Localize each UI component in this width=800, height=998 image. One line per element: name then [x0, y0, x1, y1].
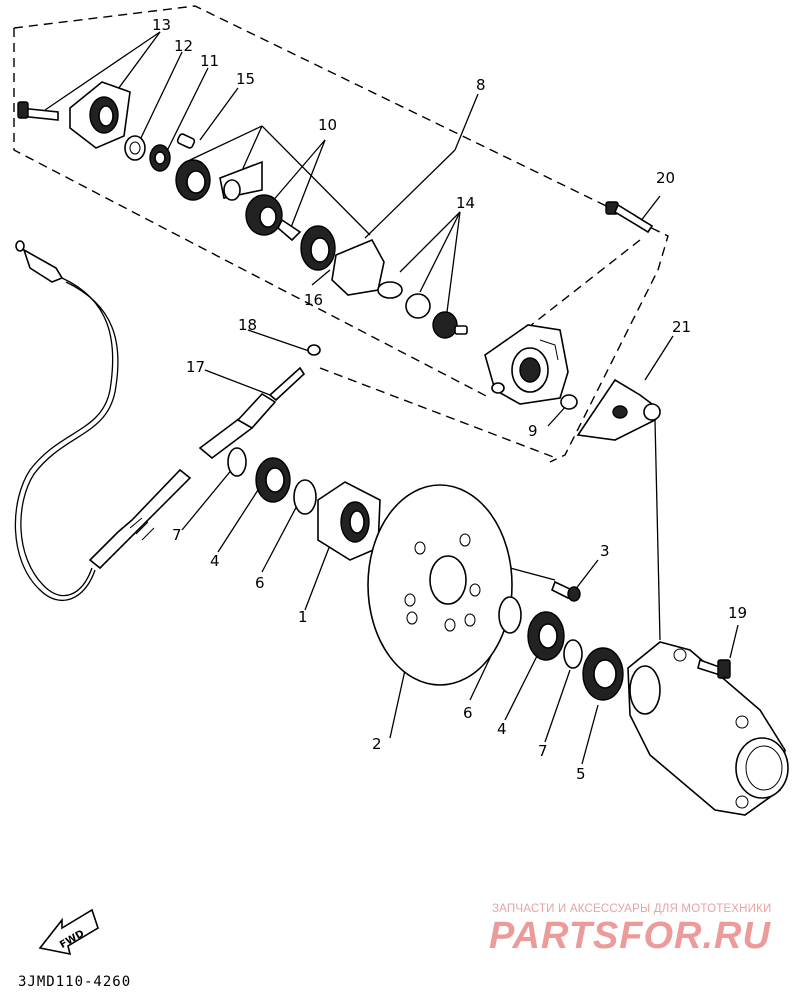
bolt-3	[550, 580, 581, 602]
bolt-9	[560, 394, 578, 410]
callout-7b: 7	[538, 742, 548, 760]
bolt-19	[697, 658, 731, 679]
bracket-21	[576, 378, 662, 441]
callout-4b: 4	[497, 720, 507, 738]
callout-19: 19	[728, 604, 747, 622]
callout-21: 21	[672, 318, 691, 336]
callout-2: 2	[372, 735, 382, 753]
caliper-bolt-13	[17, 101, 59, 121]
diagram-code: 3JMD110-4260	[18, 974, 132, 990]
oring-7a	[227, 447, 247, 477]
callout-13: 13	[152, 16, 171, 34]
callout-6b: 6	[463, 704, 473, 722]
callout-12: 12	[174, 37, 193, 55]
callout-15: 15	[236, 70, 255, 88]
assembly-boundary-lines	[13, 5, 669, 463]
watermark-logo: PARTSFOR.RU	[489, 915, 771, 957]
callout-11: 11	[200, 52, 219, 70]
watermark-tagline: ЗАПЧАСТИ И АКСЕССУАРЫ ДЛЯ МОТОТЕХНИКИ	[492, 903, 772, 915]
seal-5	[582, 647, 624, 701]
caliper-assembly-8	[484, 324, 569, 405]
housing	[627, 641, 789, 816]
adjuster-10	[175, 159, 302, 242]
bolt-20	[605, 201, 654, 234]
oring-6b	[498, 596, 522, 634]
gasket-14	[331, 238, 468, 339]
brake-cable-17	[14, 240, 306, 601]
fwd-arrow-icon: FWD	[38, 908, 99, 956]
bearing-4b	[527, 611, 565, 661]
callout-17: 17	[186, 358, 205, 376]
washer-18	[307, 344, 321, 356]
callout-4a: 4	[210, 552, 220, 570]
seal-12	[124, 135, 146, 161]
callout-10: 10	[318, 116, 337, 134]
bearing-4a	[255, 457, 291, 503]
brake-disc-2	[367, 484, 513, 686]
callout-14: 14	[456, 194, 475, 212]
callout-8: 8	[476, 76, 486, 94]
callout-3: 3	[600, 542, 610, 560]
callout-7a: 7	[172, 526, 182, 544]
pin-15	[176, 133, 196, 149]
oring-7b	[563, 639, 583, 669]
bearing-16	[300, 225, 336, 271]
leader-lines	[44, 31, 739, 765]
oring-6a	[293, 479, 317, 515]
caliper-body-13	[69, 81, 131, 149]
callout-9: 9	[528, 422, 538, 440]
callout-18: 18	[238, 316, 257, 334]
bearing-11	[149, 144, 171, 172]
callout-16: 16	[304, 291, 323, 309]
callout-5: 5	[576, 765, 586, 783]
callout-20: 20	[656, 169, 675, 187]
callout-6a: 6	[255, 574, 265, 592]
hub-1	[317, 481, 381, 561]
callout-numbers: 13 12 11 15 10 8 14 16 20 18 17 21 9 7 4…	[152, 16, 747, 783]
callout-1: 1	[298, 608, 308, 626]
